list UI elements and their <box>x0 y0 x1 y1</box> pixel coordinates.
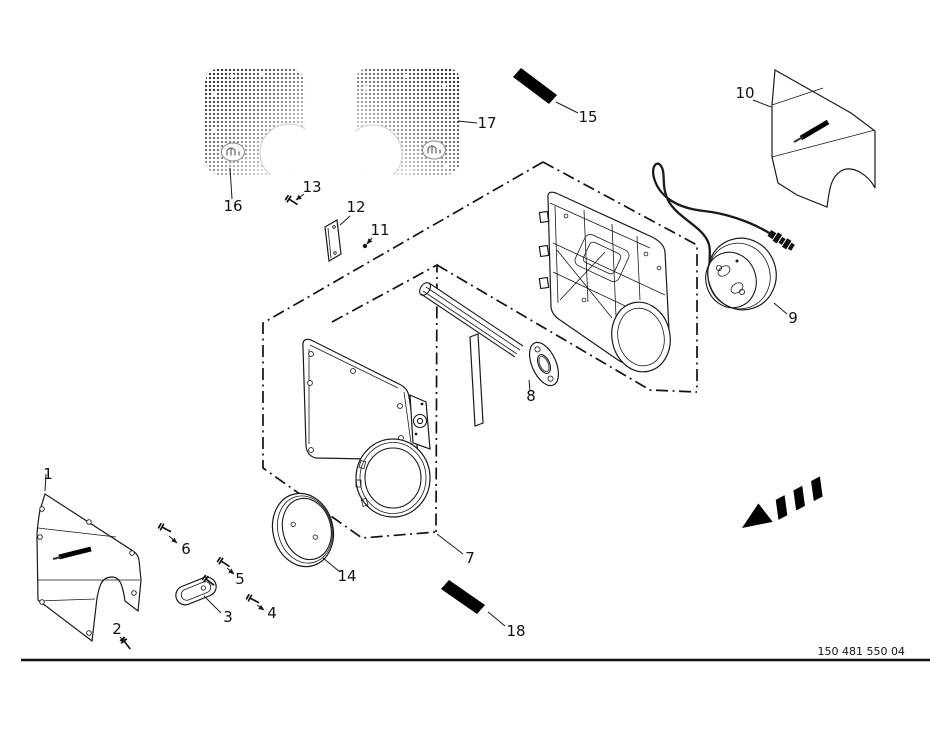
mounting-strip <box>469 333 484 427</box>
callout-5: 5 <box>235 570 245 588</box>
plate-12 <box>324 219 342 262</box>
lamp-cable <box>652 162 772 286</box>
decal-strip-upper <box>513 68 557 104</box>
callout-1: 1 <box>43 465 53 483</box>
assembly-group-outline <box>262 161 698 539</box>
brand-logo-icon <box>422 140 446 160</box>
decal-strip-lower <box>441 580 485 614</box>
callout-11: 11 <box>370 221 389 239</box>
side-panel-lower-left <box>36 493 142 643</box>
callout-18: 18 <box>506 622 525 640</box>
callout-16: 16 <box>223 197 242 215</box>
callout-8: 8 <box>526 387 536 405</box>
grille-cutout <box>355 124 403 175</box>
housing-lens-ring <box>611 301 671 373</box>
mesh-grille-left <box>205 68 305 175</box>
callout-9: 9 <box>788 309 798 327</box>
marker-lamp <box>175 574 217 606</box>
callout-4: 4 <box>267 604 277 622</box>
callout-10: 10 <box>735 84 754 102</box>
callout-13: 13 <box>302 178 321 196</box>
callout-6: 6 <box>181 540 191 558</box>
direction-arrow-icon <box>742 476 823 528</box>
decal-on-panel <box>58 546 92 560</box>
brand-logo-icon <box>221 142 245 162</box>
panel-latch <box>409 394 431 450</box>
cable-connector <box>767 229 795 251</box>
part-number: 150 481 550 04 <box>818 645 905 658</box>
decal-on-panel <box>799 119 830 141</box>
round-cover <box>271 492 335 568</box>
side-panel-center <box>302 338 431 518</box>
callout-7: 7 <box>465 549 475 567</box>
lamp-body <box>705 237 777 311</box>
support-tube <box>419 282 560 427</box>
mesh-grille-right <box>355 67 461 175</box>
leader-lines <box>44 99 788 644</box>
callout-3: 3 <box>223 608 233 626</box>
lens-ring <box>355 438 431 518</box>
lamp-housing <box>538 191 671 373</box>
callout-2: 2 <box>112 620 122 638</box>
housing-recess <box>574 234 630 282</box>
callout-14: 14 <box>337 567 356 585</box>
callout-12: 12 <box>346 198 365 216</box>
work-lamp-assembly <box>652 162 795 311</box>
callout-17: 17 <box>477 114 496 132</box>
cover-panel-top-right <box>771 69 876 208</box>
rivet-11 <box>362 243 368 249</box>
callout-15: 15 <box>578 108 597 126</box>
tube-flange <box>528 341 560 387</box>
